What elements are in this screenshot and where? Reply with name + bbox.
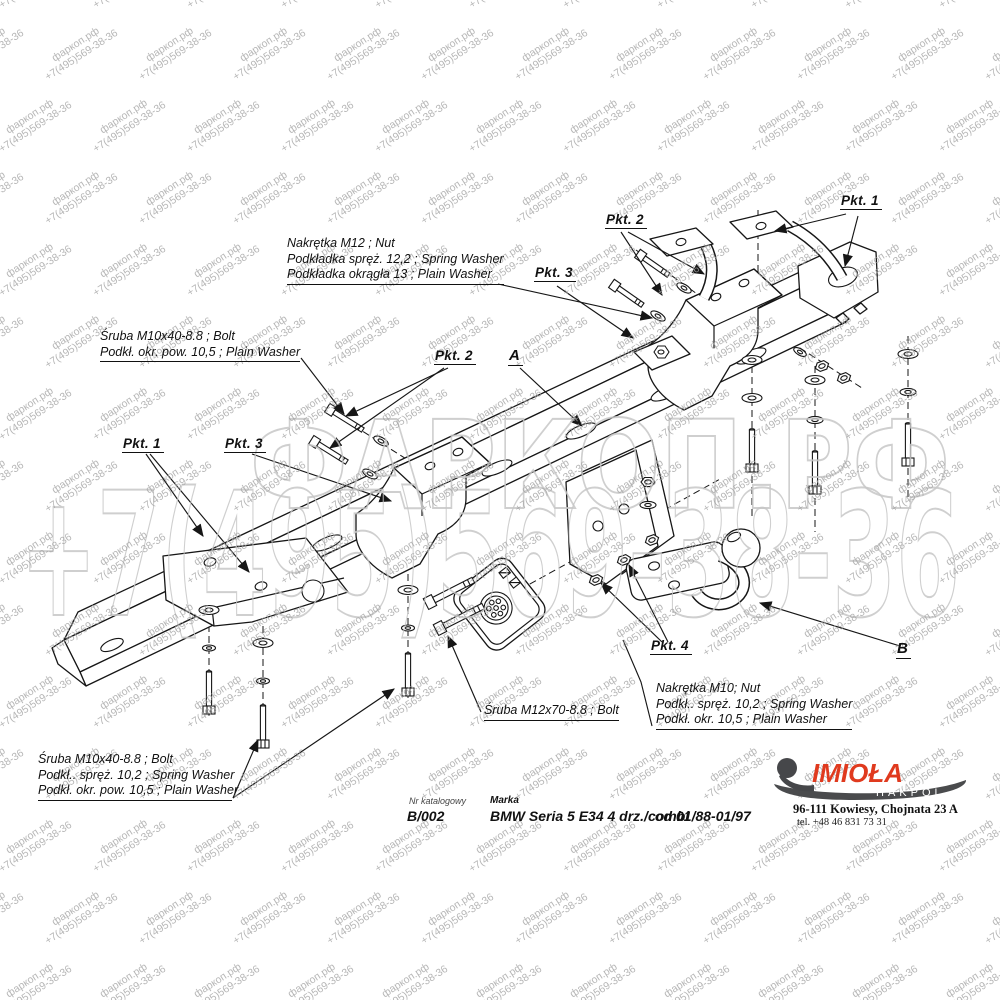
date-range: od 01/88-01/97: [655, 808, 751, 824]
callout-nut-m10: Nakrętka M10; Nut Podkł.. spręż. 10,2 ; …: [656, 681, 853, 730]
company-logo: IMIOŁA HAKPOL: [770, 754, 980, 800]
callout-line: Śruba M12x70-8.8 ; Bolt: [484, 703, 619, 717]
callout-line: Śruba M10x40-8.8 ; Bolt: [38, 752, 173, 766]
logo-towball-icon: [777, 758, 797, 778]
company-address: 96-111 Kowiesy, Chojnata 23 A: [793, 802, 958, 816]
label-view-b: B: [896, 640, 912, 659]
label-pkt3-left: Pkt. 3: [224, 436, 266, 453]
logo-subname: HAKPOL: [876, 787, 945, 799]
label-pkt3-top: Pkt. 3: [534, 265, 576, 282]
brand-value: BMW Seria 5 E34 4 drz./combi: [490, 808, 690, 824]
callout-nut-m12: Nakrętka M12 ; Nut Podkładka spręż. 12,2…: [287, 236, 504, 285]
callout-line: Śruba M10x40-8.8 ; Bolt: [100, 329, 235, 343]
label-view-a: A: [508, 347, 524, 366]
label-pkt2-mid: Pkt. 2: [434, 348, 476, 365]
left-saddle-bracket: [355, 436, 491, 579]
callout-line: Nakrętka M12 ; Nut: [287, 236, 395, 250]
brand-label: Marka: [490, 795, 519, 806]
label-pkt4: Pkt. 4: [650, 638, 692, 655]
socket-plate: [453, 557, 546, 651]
callout-line: Podkł. okr. 10,5 ; Plain Washer: [656, 712, 827, 726]
vertical-bolts: [202, 422, 915, 749]
callout-bolt-m10-left: Śruba M10x40-8.8 ; Bolt Podkł. okr. pow.…: [100, 329, 300, 362]
washers: [198, 282, 919, 685]
callout-line: Podkł.. spręż. 10,2 ; Spring Washer: [656, 696, 853, 711]
callout-bolt-m10-bottom: Śruba M10x40-8.8 ; Bolt Podkł.. spręż. 1…: [38, 752, 239, 801]
logo-swoosh: [774, 780, 967, 800]
leader-arrows: [145, 213, 901, 799]
nuts: [588, 359, 852, 587]
callout-line: Podkł. okr. pow. 10,5 ; Plain Washer: [100, 344, 301, 359]
label-pkt2-top: Pkt. 2: [605, 212, 647, 229]
logo-name: IMIOŁA: [812, 758, 903, 788]
callout-line: Podkł.. spręż. 10,2 ; Spring Washer: [38, 767, 235, 782]
callout-bolt-m12x70: Śruba M12x70-8.8 ; Bolt: [484, 703, 619, 721]
label-pkt1-left: Pkt. 1: [122, 436, 164, 453]
catalog-number-value: B/002: [407, 808, 445, 824]
right-saddle-bracket: [633, 268, 783, 411]
callout-line: Nakrętka M10; Nut: [656, 681, 761, 695]
callout-line: Podkładka spręż. 12,2 ; Spring Washer: [287, 251, 504, 266]
catalog-number-label: Nr katalogowy: [409, 796, 467, 806]
callout-line: Podkładka okrągła 13 ; Plain Washer: [287, 267, 492, 281]
company-phone: tel. +48 46 831 73 31: [797, 817, 887, 828]
label-pkt1-top: Pkt. 1: [840, 193, 882, 210]
callout-line: Podkł. okr. pow. 10,5 ; Plain Washer: [38, 783, 239, 797]
upper-strap-brackets: [649, 210, 848, 301]
slanted-bolts: [307, 248, 671, 637]
